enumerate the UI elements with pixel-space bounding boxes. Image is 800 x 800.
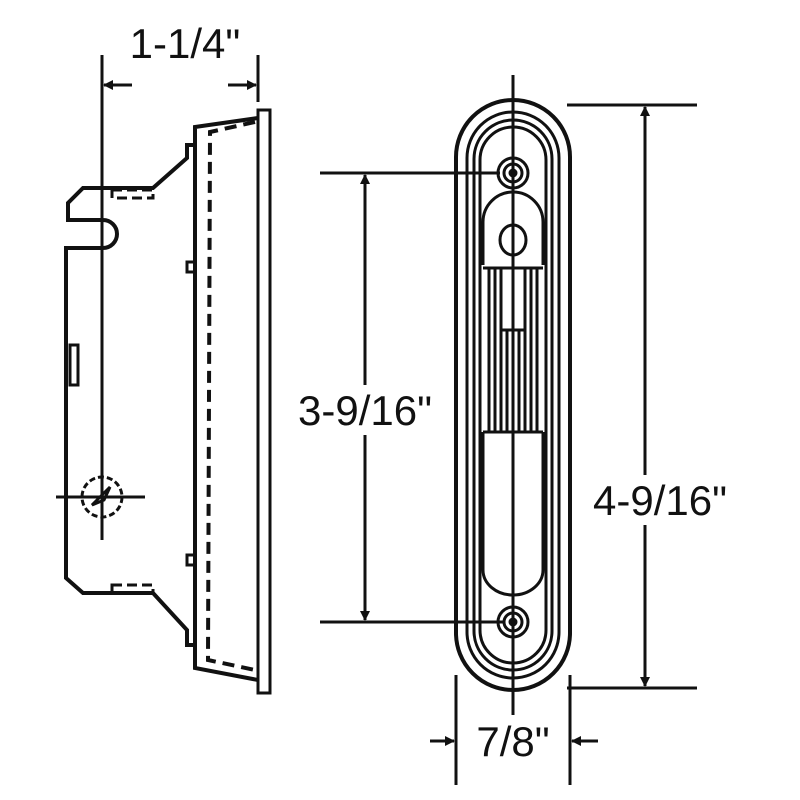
depth-dimension: 1-1/4": [103, 20, 260, 102]
face-plate: [256, 108, 272, 695]
hidden-edge: [205, 120, 256, 672]
lower-recess: [481, 432, 545, 597]
front-view: [454, 75, 572, 715]
hole-spacing-label: 3-9/16": [298, 387, 432, 434]
width-dimension: 7/8": [430, 675, 598, 785]
hole-spacing-dimension: 3-9/16": [285, 171, 505, 624]
side-slot: [68, 343, 80, 387]
depth-label: 1-1/4": [130, 20, 241, 67]
latch-bracket: [64, 143, 195, 647]
side-view: [56, 55, 272, 695]
overall-height-label: 4-9/16": [593, 477, 727, 524]
body-clip-bottom: [185, 553, 197, 567]
grip-ribs: [487, 268, 539, 432]
body-clip-top: [185, 260, 197, 274]
upper-arch: [481, 190, 545, 265]
width-label: 7/8": [476, 718, 549, 765]
top-tab: [110, 188, 155, 200]
upper-hole: [498, 223, 528, 257]
bottom-tab: [110, 583, 155, 595]
overall-height-dimension: 4-9/16": [567, 103, 742, 690]
handle-body: [193, 116, 259, 682]
